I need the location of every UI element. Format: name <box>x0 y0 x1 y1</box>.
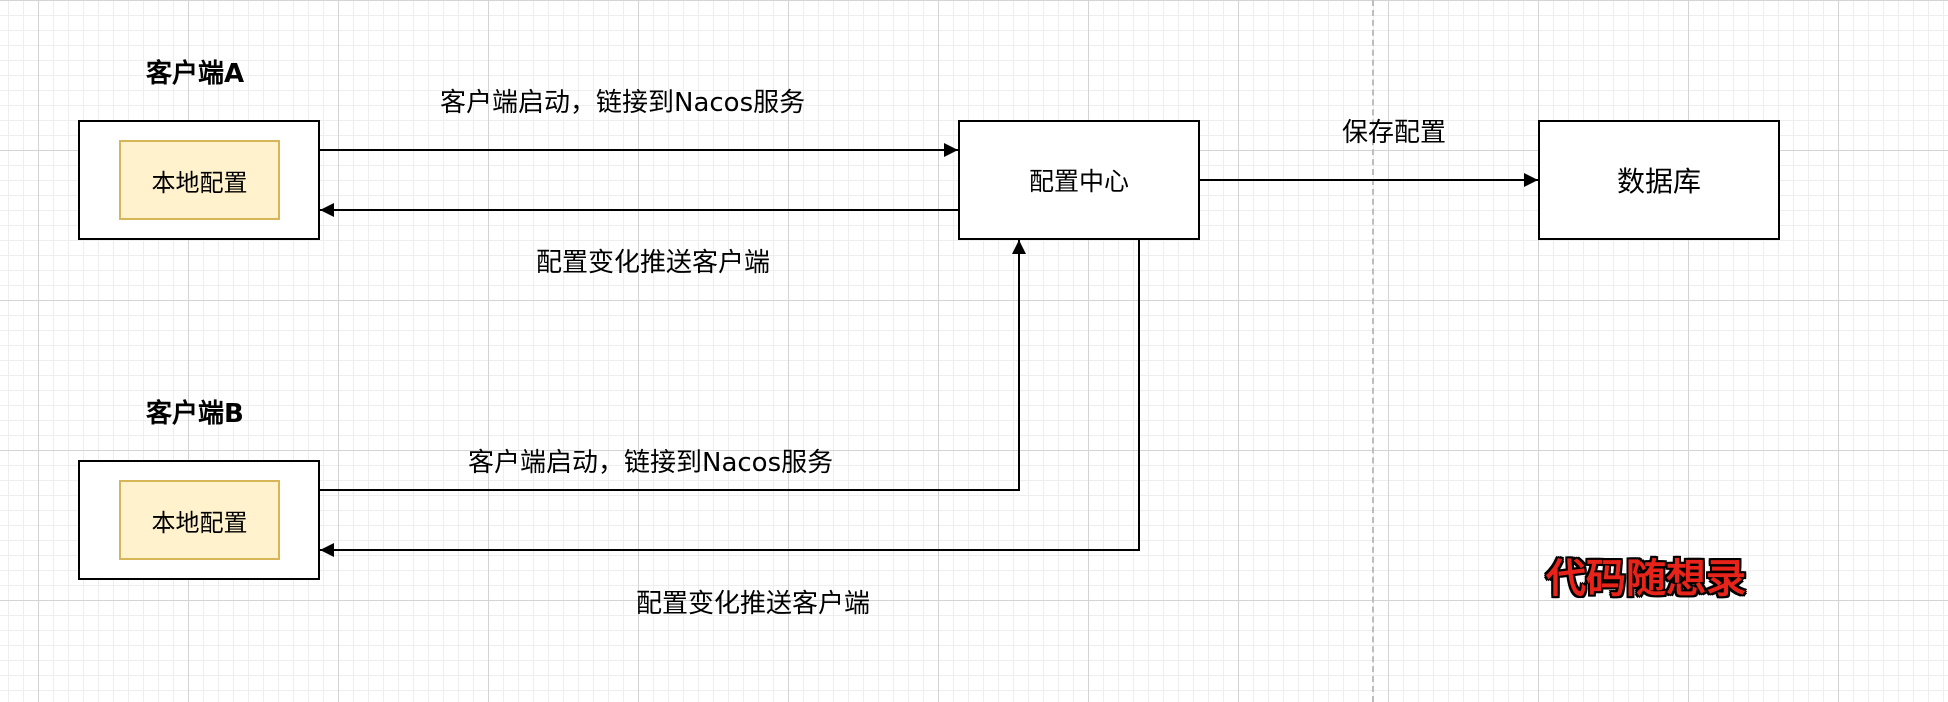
edge-label-b-connect: 客户端启动，链接到Nacos服务 <box>468 448 834 478</box>
client-b-title: 客户端B <box>146 399 244 429</box>
edge-label-a-connect: 客户端启动，链接到Nacos服务 <box>440 88 806 118</box>
client-b-local-config[interactable]: 本地配置 <box>119 480 280 560</box>
client-a-local-config[interactable]: 本地配置 <box>119 140 280 220</box>
arrow-b-connect <box>320 240 1026 491</box>
page-guide-line <box>1372 0 1374 702</box>
edge-label-b-push: 配置变化推送客户端 <box>636 589 871 619</box>
database-box[interactable]: 数据库 <box>1538 120 1780 240</box>
edge-label-save: 保存配置 <box>1342 118 1447 148</box>
edge-label-a-push: 配置变化推送客户端 <box>536 248 771 278</box>
config-center-box[interactable]: 配置中心 <box>958 120 1200 240</box>
client-a-title: 客户端A <box>146 59 245 89</box>
watermark-logo: 代码随想录 <box>1546 556 1746 602</box>
arrow-b-push <box>320 240 1140 557</box>
